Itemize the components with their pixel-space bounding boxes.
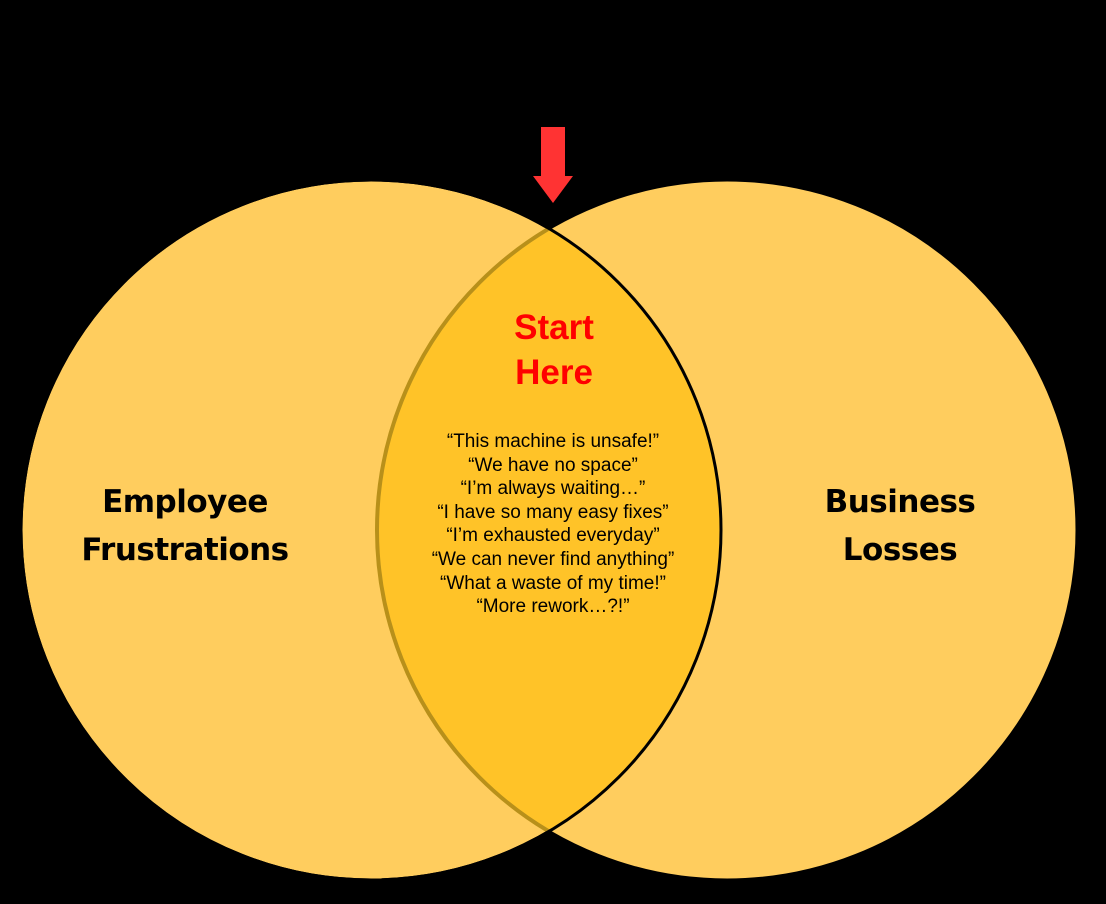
overlap-region [375, 180, 721, 880]
start-here-label: Start Here [449, 305, 659, 395]
quote-item: “I have so many easy fixes” [437, 501, 669, 523]
left-label-line-1: Employee [102, 484, 268, 520]
left-label-line-2: Frustrations [81, 532, 289, 568]
start-line-2: Here [515, 353, 593, 392]
quote-item: “What a waste of my time!” [440, 572, 666, 594]
start-line-1: Start [514, 308, 594, 347]
quote-item: “This machine is unsafe!” [446, 431, 660, 452]
right-label-line-1: Business [824, 484, 976, 520]
right-label-line-2: Losses [842, 532, 958, 568]
quote-item: “I’m exhausted everyday” [446, 525, 660, 547]
quote-item: “We have no space” [468, 454, 638, 476]
left-circle-label: Employee Frustrations [70, 478, 300, 574]
quote-item: “We can never find anything” [431, 548, 675, 570]
right-circle-label: Business Losses [785, 478, 1015, 574]
quotes-list: “This machine is unsafe!” “We have no sp… [380, 430, 726, 619]
quote-item: “I’m always waiting…” [460, 478, 646, 500]
quote-item: “More rework…?!” [476, 596, 630, 618]
left-circle-outline [19, 178, 723, 882]
down-arrow-icon [533, 127, 573, 203]
